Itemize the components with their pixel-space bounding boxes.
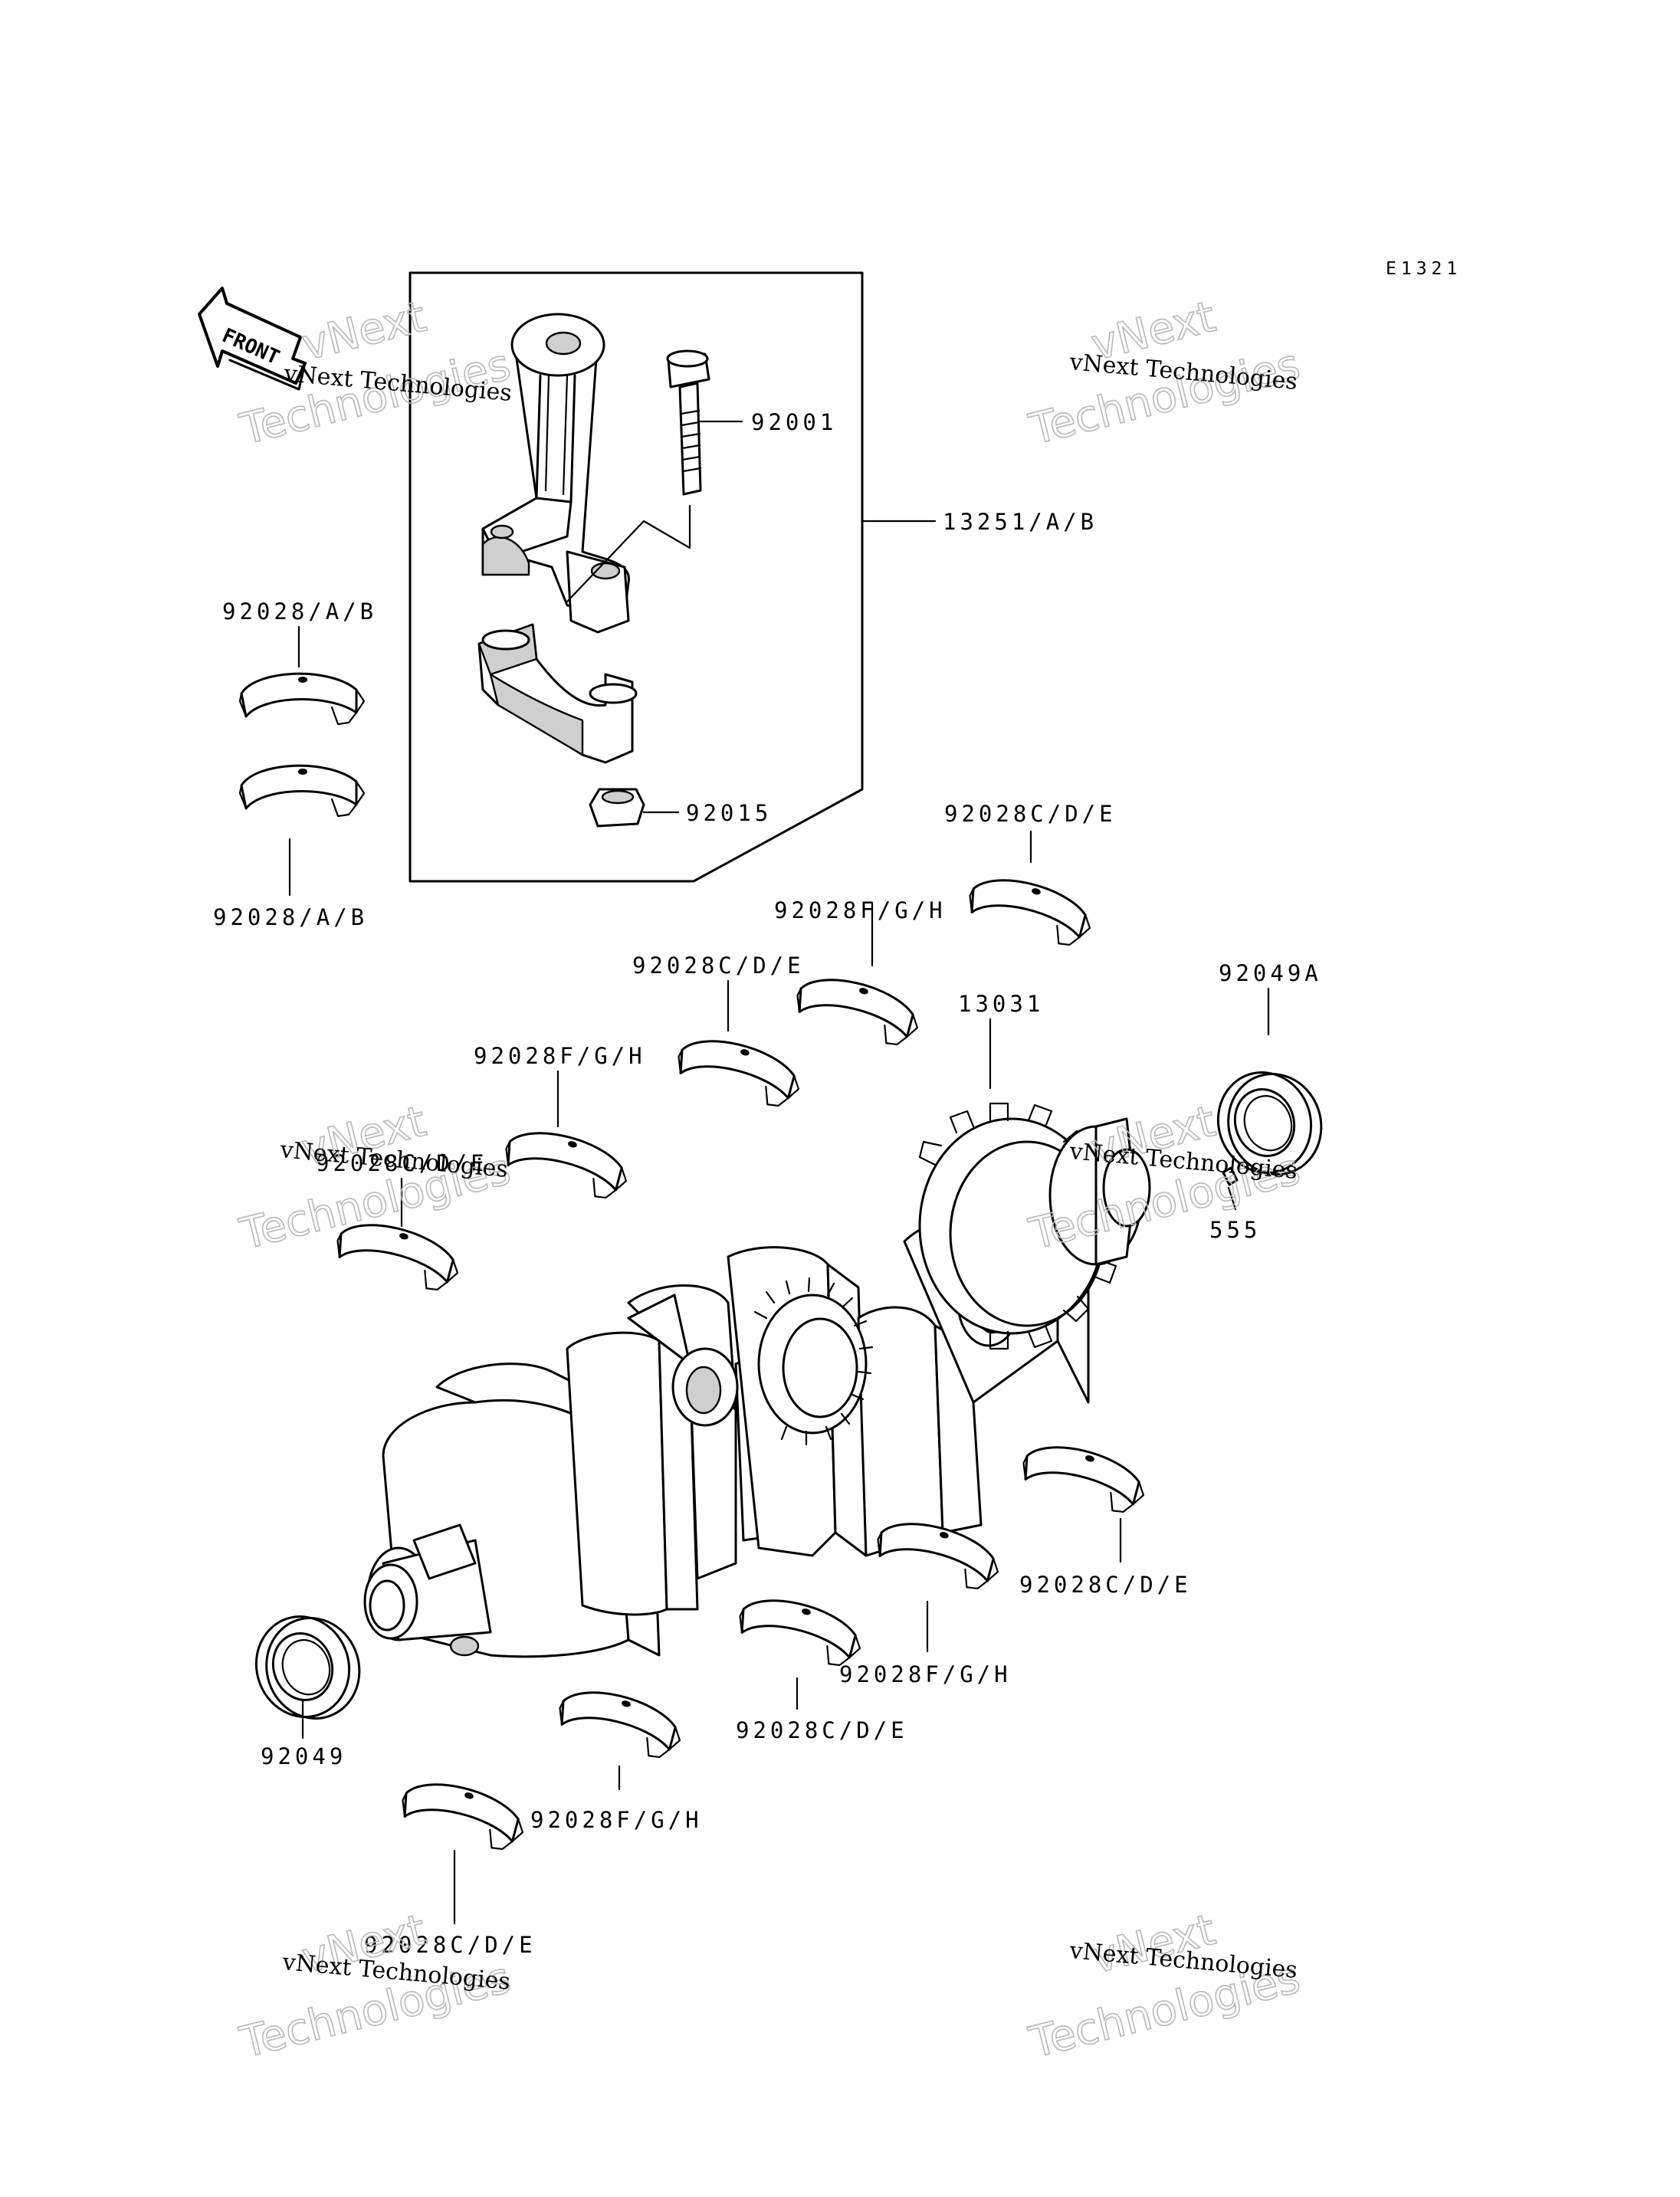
label-13031: 13031 bbox=[958, 991, 1044, 1017]
crankshaft-small-gear bbox=[753, 1277, 874, 1446]
dowel-pin-555 bbox=[1222, 1166, 1239, 1211]
leader-lines bbox=[288, 420, 1270, 1925]
bearing-shell-cde-5 bbox=[733, 1589, 868, 1672]
bearing-shell-92028ab-upper bbox=[238, 672, 366, 726]
bearing-shell-fgh-4 bbox=[553, 1681, 688, 1764]
label-92028cde-2: 92028C/D/E bbox=[632, 953, 805, 979]
label-13251: 13251/A/B bbox=[943, 509, 1098, 535]
label-92028ab-top: 92028/A/B bbox=[222, 598, 377, 625]
label-92028fgh-1: 92028F/G/H bbox=[774, 897, 947, 923]
bearing-shell-fgh-1 bbox=[790, 968, 926, 1051]
label-92015: 92015 bbox=[686, 800, 772, 826]
bearing-shell-cde-2 bbox=[671, 1029, 807, 1113]
label-92028cde-4: 92028C/D/E bbox=[1019, 1572, 1192, 1598]
watermark-bottom-left: vNext Technologies vNext Technologies bbox=[235, 1904, 516, 2068]
label-92028fgh-2: 92028F/G/H bbox=[474, 1043, 646, 1069]
label-92049a: 92049A bbox=[1219, 960, 1322, 986]
label-92028cde-5: 92028C/D/E bbox=[736, 1717, 908, 1743]
front-arrow-icon: FRONT bbox=[198, 287, 307, 391]
connecting-rod-cap bbox=[477, 623, 638, 764]
bearing-shell-cde-6 bbox=[395, 1772, 531, 1856]
label-92028cde-3: 92028C/D/E bbox=[316, 1150, 488, 1176]
conrod-bolt bbox=[566, 349, 710, 603]
bearing-shell-cde-1 bbox=[963, 868, 1098, 952]
label-92028fgh-4: 92028F/G/H bbox=[530, 1807, 703, 1833]
label-92028cde-1: 92028C/D/E bbox=[944, 801, 1117, 827]
bearing-shell-fgh-2 bbox=[499, 1121, 635, 1205]
oil-seal-92049 bbox=[242, 1600, 374, 1735]
label-92049: 92049 bbox=[261, 1743, 346, 1769]
label-92028fgh-3: 92028F/G/H bbox=[839, 1661, 1012, 1687]
conrod-nut bbox=[589, 788, 645, 828]
crankshaft bbox=[363, 1102, 1151, 1658]
crankshaft-large-gear bbox=[918, 1102, 1151, 1350]
watermark-bottom-right: vNext Technologies vNext Technologies bbox=[1024, 1904, 1305, 2068]
label-92028cde-6: 92028C/D/E bbox=[364, 1932, 536, 1958]
watermark-top-right: vNext Technologies vNext Technologies bbox=[1024, 291, 1305, 455]
conrod-assembly-frame bbox=[409, 271, 864, 883]
label-92001: 92001 bbox=[751, 409, 837, 435]
bearing-shell-cde-4 bbox=[1016, 1435, 1152, 1519]
connecting-rod bbox=[481, 313, 630, 634]
label-555: 555 bbox=[1209, 1217, 1261, 1243]
label-92028ab-bottom: 92028/A/B bbox=[213, 904, 368, 930]
diagram-code: E1321 bbox=[1386, 259, 1462, 279]
bearing-shell-92028ab-lower bbox=[238, 764, 366, 818]
